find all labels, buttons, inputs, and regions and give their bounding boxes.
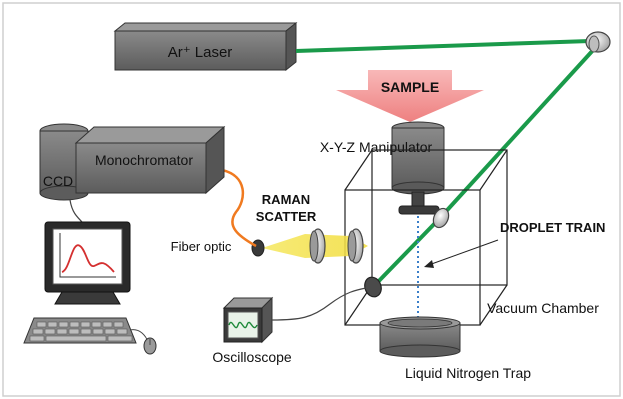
computer-monitor bbox=[44, 221, 131, 305]
spectrum-trace bbox=[61, 244, 115, 273]
laser-label: Ar⁺ Laser bbox=[168, 44, 233, 61]
mirror-inner bbox=[432, 207, 450, 229]
laser-beam-horizontal bbox=[295, 39, 591, 53]
vacuum-chamber-label: Vacuum Chamber bbox=[487, 300, 599, 316]
oscilloscope-cable bbox=[271, 287, 367, 321]
laser-beam-diagonal-upper bbox=[438, 46, 597, 220]
raman-label-line1: RAMAN bbox=[262, 192, 310, 207]
droplet-train-arrowhead bbox=[424, 260, 434, 268]
fiber-optic-label: Fiber optic bbox=[171, 239, 232, 254]
droplet-train-label: DROPLET TRAIN bbox=[500, 220, 605, 235]
laser-beam-diagonal-lower bbox=[372, 216, 442, 288]
ar-laser: Ar⁺ Laser bbox=[113, 21, 298, 72]
raman-label-line2: SCATTER bbox=[256, 209, 317, 224]
keyboard bbox=[23, 317, 137, 344]
mirror-collection bbox=[364, 276, 382, 298]
fiber-cable bbox=[221, 168, 257, 248]
raman-lens-2 bbox=[347, 228, 364, 264]
liquid-nitrogen-trap bbox=[379, 316, 461, 358]
ccd-computer-cable bbox=[69, 199, 85, 225]
mirror-top-right bbox=[585, 31, 611, 53]
ccd-label: CCD bbox=[43, 173, 73, 189]
monochromator-label: Monochromator bbox=[95, 152, 193, 168]
oscilloscope-trace bbox=[228, 321, 258, 329]
sample-arrow: SAMPLE bbox=[336, 70, 484, 122]
oscilloscope bbox=[222, 296, 274, 344]
nitrogen-trap-label: Liquid Nitrogen Trap bbox=[405, 365, 531, 381]
manipulator-label: X-Y-Z Manipulator bbox=[320, 139, 433, 155]
droplet-train-pointer bbox=[425, 239, 499, 267]
fiber-optic-head bbox=[251, 239, 265, 257]
monochromator: Monochromator bbox=[74, 125, 226, 195]
mouse bbox=[129, 329, 157, 355]
raman-lens-1 bbox=[309, 228, 326, 264]
sample-label: SAMPLE bbox=[381, 79, 439, 95]
xyz-manipulator: X-Y-Z Manipulator bbox=[320, 121, 445, 215]
oscilloscope-label: Oscilloscope bbox=[212, 349, 292, 365]
